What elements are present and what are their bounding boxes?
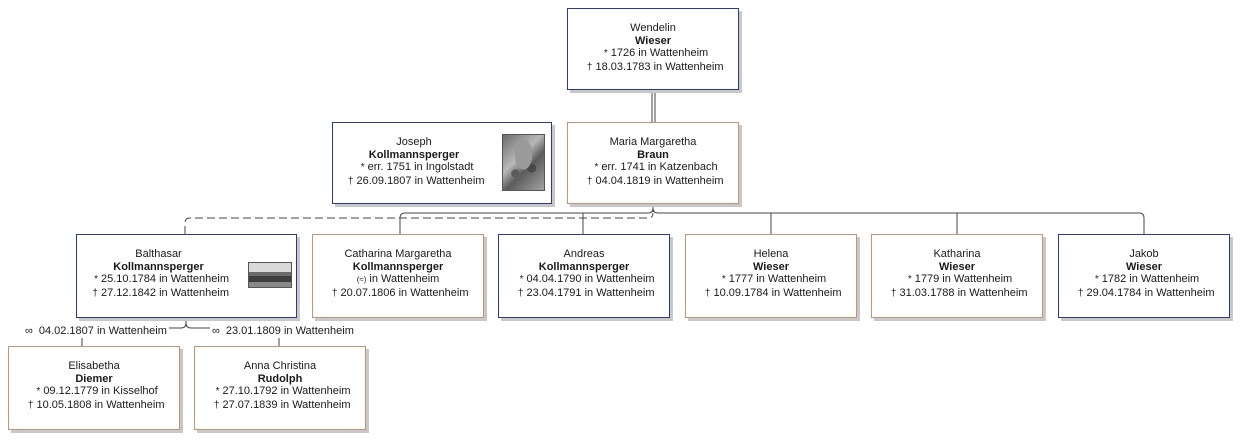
surname: Kollmannsperger bbox=[352, 260, 444, 273]
surname: Diemer bbox=[75, 372, 113, 385]
birth-info: 1726 in Wattenheim bbox=[610, 47, 709, 59]
person-card-joseph[interactable]: Joseph Kollmannsperger *err. 1751 in Ing… bbox=[332, 122, 552, 204]
surname: Wieser bbox=[939, 260, 975, 273]
death-symbol-icon: † bbox=[586, 175, 593, 187]
gravestone-photo[interactable] bbox=[502, 134, 545, 191]
death-symbol-icon: † bbox=[213, 399, 220, 411]
death-symbol-icon: † bbox=[27, 399, 34, 411]
death-symbol-icon: † bbox=[517, 287, 524, 299]
birth-symbol-icon: * bbox=[215, 386, 220, 397]
person-card-katharina[interactable]: Katharina Wieser *1779 in Wattenheim †31… bbox=[871, 234, 1043, 318]
person-card-balthasar[interactable]: Balthasar Kollmannsperger *25.10.1784 in… bbox=[76, 234, 297, 318]
birth-symbol-icon: * bbox=[594, 162, 599, 173]
surname: Kollmannsperger bbox=[368, 148, 460, 161]
landscape-photo[interactable] bbox=[248, 262, 292, 288]
given-name: Andreas bbox=[563, 248, 605, 260]
surname: Kollmannsperger bbox=[113, 260, 204, 273]
surname: Rudolph bbox=[257, 372, 303, 385]
death-info: 10.09.1784 in Wattenheim bbox=[713, 286, 842, 299]
given-name: Helena bbox=[753, 248, 789, 260]
death-symbol-icon: † bbox=[347, 175, 354, 187]
death-info: 10.05.1808 in Wattenheim bbox=[36, 398, 165, 411]
birth-info: 1782 in Wattenheim bbox=[1101, 273, 1200, 285]
death-info: 26.09.1807 in Wattenheim bbox=[356, 174, 485, 187]
birth-info: 04.04.1790 in Wattenheim bbox=[526, 273, 655, 285]
given-name: Elisabetha bbox=[68, 360, 120, 372]
death-symbol-icon: † bbox=[586, 61, 593, 73]
marriage-label-2: ∞ 23.01.1809 in Wattenheim bbox=[210, 325, 356, 338]
given-name: Catharina Margaretha bbox=[344, 248, 452, 260]
death-info: 27.12.1842 in Wattenheim bbox=[100, 286, 229, 299]
person-card-helena[interactable]: Helena Wieser *1777 in Wattenheim †10.09… bbox=[685, 234, 857, 318]
marriage-rings-icon: ∞ bbox=[212, 325, 220, 337]
birth-info: err. 1751 in Ingolstadt bbox=[367, 161, 474, 173]
person-card-maria-margaretha[interactable]: Maria Margaretha Braun *err. 1741 in Kat… bbox=[567, 122, 739, 204]
given-name: Jakob bbox=[1129, 248, 1159, 260]
death-info: 18.03.1783 in Wattenheim bbox=[595, 60, 724, 73]
given-name: Katharina bbox=[933, 248, 981, 260]
birth-symbol-icon: * bbox=[360, 162, 365, 173]
death-symbol-icon: † bbox=[92, 287, 98, 299]
surname: Wieser bbox=[635, 34, 671, 47]
death-symbol-icon: † bbox=[1077, 287, 1084, 299]
birth-info: 1779 in Wattenheim bbox=[914, 273, 1013, 285]
death-info: 31.03.1788 in Wattenheim bbox=[899, 286, 1028, 299]
birth-symbol-icon: * bbox=[907, 274, 912, 285]
death-info: 29.04.1784 in Wattenheim bbox=[1086, 286, 1215, 299]
marriage-label-1: ∞ 04.02.1807 in Wattenheim bbox=[23, 325, 169, 338]
marriage-rings-icon: ∞ bbox=[25, 325, 33, 337]
person-card-andreas[interactable]: Andreas Kollmannsperger *04.04.1790 in W… bbox=[498, 234, 670, 318]
person-card-anna-christina[interactable]: Anna Christina Rudolph *27.10.1792 in Wa… bbox=[194, 346, 366, 430]
birth-symbol-icon: * bbox=[36, 386, 41, 397]
surname: Braun bbox=[637, 148, 669, 161]
baptism-info: in Wattenheim bbox=[369, 273, 440, 285]
given-name: Wendelin bbox=[630, 22, 676, 34]
birth-symbol-icon: * bbox=[721, 274, 726, 285]
surname: Kollmannsperger bbox=[538, 260, 630, 273]
death-info: 20.07.1806 in Wattenheim bbox=[340, 286, 469, 299]
marriage-date: 04.02.1807 in Wattenheim bbox=[38, 325, 167, 337]
death-info: 04.04.1819 in Wattenheim bbox=[595, 174, 724, 187]
given-name: Balthasar bbox=[135, 248, 182, 260]
death-info: 27.07.1839 in Wattenheim bbox=[222, 398, 351, 411]
birth-info: 1777 in Wattenheim bbox=[728, 273, 827, 285]
sibling-bar-solid bbox=[399, 207, 1145, 219]
person-card-catharina-margaretha[interactable]: Catharina Margaretha Kollmannsperger (≈)… bbox=[312, 234, 484, 318]
given-name: Joseph bbox=[396, 136, 432, 148]
sibling-bar-dashed bbox=[184, 212, 654, 234]
marriage-date: 23.01.1809 in Wattenheim bbox=[225, 325, 354, 337]
birth-info: err. 1741 in Katzenbach bbox=[601, 161, 718, 173]
birth-info: 25.10.1784 in Wattenheim bbox=[100, 273, 229, 285]
death-symbol-icon: † bbox=[331, 287, 338, 299]
birth-symbol-icon: * bbox=[519, 274, 524, 285]
birth-info: 27.10.1792 in Wattenheim bbox=[222, 385, 351, 397]
baptism-symbol-icon: (≈) bbox=[356, 275, 367, 284]
person-card-wendelin[interactable]: Wendelin Wieser *1726 in Wattenheim †18.… bbox=[567, 8, 739, 90]
surname: Wieser bbox=[1126, 260, 1162, 273]
death-symbol-icon: † bbox=[890, 287, 897, 299]
given-name: Maria Margaretha bbox=[609, 136, 697, 148]
person-card-elisabetha[interactable]: Elisabetha Diemer *09.12.1779 in Kisselh… bbox=[8, 346, 180, 430]
death-info: 23.04.1791 in Wattenheim bbox=[526, 286, 655, 299]
death-symbol-icon: † bbox=[704, 287, 711, 299]
birth-symbol-icon: * bbox=[94, 274, 98, 285]
birth-info: 09.12.1779 in Kisselhof bbox=[43, 385, 158, 397]
surname: Wieser bbox=[753, 260, 789, 273]
given-name: Anna Christina bbox=[243, 360, 317, 372]
birth-symbol-icon: * bbox=[1094, 274, 1099, 285]
birth-symbol-icon: * bbox=[603, 48, 608, 59]
person-card-jakob[interactable]: Jakob Wieser *1782 in Wattenheim †29.04.… bbox=[1058, 234, 1230, 318]
